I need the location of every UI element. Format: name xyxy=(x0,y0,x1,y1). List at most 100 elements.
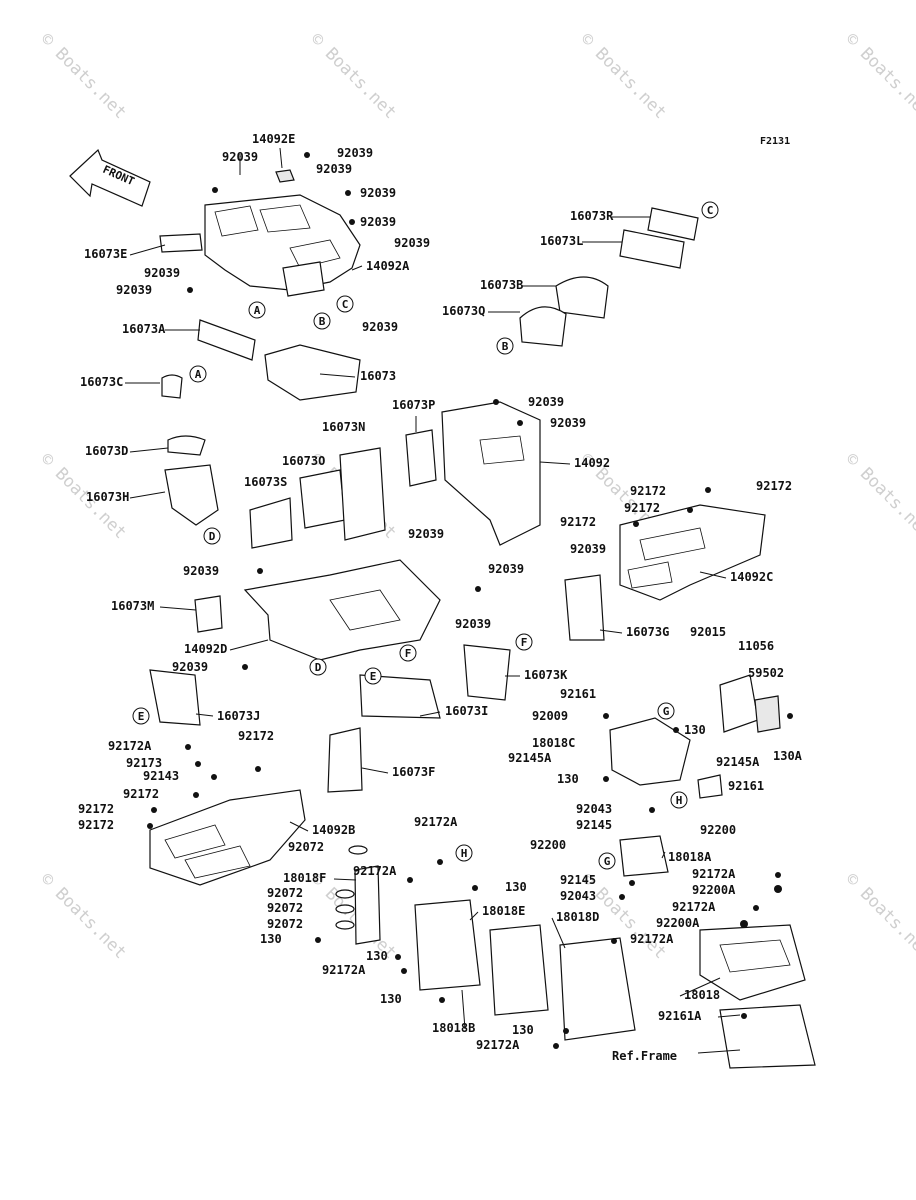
callout-letter: G xyxy=(604,855,611,868)
part-label[interactable]: 130 xyxy=(366,949,388,963)
part-label[interactable]: 16073M xyxy=(111,599,154,613)
part-label[interactable]: 92145 xyxy=(560,873,596,887)
part-label[interactable]: 92173 xyxy=(126,756,162,770)
part-label[interactable]: 92172 xyxy=(123,787,159,801)
part-label[interactable]: 92039 xyxy=(488,562,524,576)
part-label[interactable]: 92145A xyxy=(508,751,552,765)
part-label[interactable]: 92172 xyxy=(560,515,596,529)
part-label[interactable]: 18018F xyxy=(283,871,326,885)
part-label[interactable]: 18018 xyxy=(684,988,720,1002)
part-label[interactable]: 92172 xyxy=(756,479,792,493)
part-label[interactable]: 16073D xyxy=(85,444,128,458)
part-label[interactable]: 130 xyxy=(684,723,706,737)
part-label[interactable]: 18018C xyxy=(532,736,575,750)
part-label[interactable]: 92172 xyxy=(78,802,114,816)
part-label[interactable]: 92143 xyxy=(143,769,179,783)
part-label[interactable]: 92039 xyxy=(362,320,398,334)
part-label[interactable]: 92015 xyxy=(690,625,726,639)
part-label[interactable]: 92072 xyxy=(267,917,303,931)
part-label[interactable]: 92039 xyxy=(455,617,491,631)
part-label[interactable]: 92039 xyxy=(528,395,564,409)
part-label[interactable]: 92039 xyxy=(360,186,396,200)
part-label[interactable]: 92200A xyxy=(656,916,700,930)
part-label[interactable]: 59502 xyxy=(748,666,784,680)
part-label[interactable]: 92039 xyxy=(222,150,258,164)
part-label[interactable]: 130A xyxy=(773,749,803,763)
part-label[interactable]: 16073B xyxy=(480,278,523,292)
part-label[interactable]: 92039 xyxy=(408,527,444,541)
part-label[interactable]: 130 xyxy=(260,932,282,946)
part-label[interactable]: 92200A xyxy=(692,883,736,897)
part-label[interactable]: 92172 xyxy=(78,818,114,832)
part-label[interactable]: 14092D xyxy=(184,642,227,656)
part-label[interactable]: 16073J xyxy=(217,709,260,723)
part-label[interactable]: 16073K xyxy=(524,668,568,682)
part-label[interactable]: 130 xyxy=(557,772,579,786)
part-label[interactable]: 92072 xyxy=(267,901,303,915)
part-label[interactable]: 92172A xyxy=(476,1038,520,1052)
part-label[interactable]: 92145 xyxy=(576,818,612,832)
part-label[interactable]: 16073S xyxy=(244,475,287,489)
part-label[interactable]: 92039 xyxy=(316,162,352,176)
part-label[interactable]: 16073A xyxy=(122,322,166,336)
part-label[interactable]: 16073G xyxy=(626,625,669,639)
part-label[interactable]: 92172A xyxy=(322,963,366,977)
part-label[interactable]: 92200 xyxy=(700,823,736,837)
part-label[interactable]: 16073I xyxy=(445,704,488,718)
part-label[interactable]: 92172A xyxy=(414,815,458,829)
part-label[interactable]: 92039 xyxy=(337,146,373,160)
part-label[interactable]: 130 xyxy=(505,880,527,894)
part-label[interactable]: 16073P xyxy=(392,398,435,412)
part-label[interactable]: 92172A xyxy=(353,864,397,878)
part-label[interactable]: 92145A xyxy=(716,755,760,769)
part-label[interactable]: 16073N xyxy=(322,420,365,434)
part-label[interactable]: 92072 xyxy=(288,840,324,854)
part-label[interactable]: 92039 xyxy=(360,215,396,229)
part-label[interactable]: 92039 xyxy=(172,660,208,674)
part-label[interactable]: 14092 xyxy=(574,456,610,470)
part-label[interactable]: 16073 xyxy=(360,369,396,383)
part-label[interactable]: 92200 xyxy=(530,838,566,852)
part-label[interactable]: 14092B xyxy=(312,823,355,837)
part-label[interactable]: 16073C xyxy=(80,375,123,389)
part-label[interactable]: 18018E xyxy=(482,904,525,918)
part-label[interactable]: 92039 xyxy=(144,266,180,280)
part-label[interactable]: 92072 xyxy=(267,886,303,900)
part-label[interactable]: 130 xyxy=(380,992,402,1006)
part-label[interactable]: 92043 xyxy=(576,802,612,816)
part-label[interactable]: 14092A xyxy=(366,259,410,273)
part-label[interactable]: 16073F xyxy=(392,765,435,779)
part-label[interactable]: 92009 xyxy=(532,709,568,723)
part-label[interactable]: 92172 xyxy=(630,484,666,498)
part-label[interactable]: 92161A xyxy=(658,1009,702,1023)
part-label[interactable]: 92039 xyxy=(550,416,586,430)
part-label[interactable]: 18018A xyxy=(668,850,712,864)
part-label[interactable]: 92172 xyxy=(624,501,660,515)
callout-marker: C xyxy=(701,201,719,219)
part-label[interactable]: 16073H xyxy=(86,490,129,504)
part-label[interactable]: 92172A xyxy=(692,867,736,881)
part-label[interactable]: 16073R xyxy=(570,209,614,223)
part-label[interactable]: 130 xyxy=(512,1023,534,1037)
bolt-icon xyxy=(619,894,625,900)
part-label[interactable]: 92172 xyxy=(238,729,274,743)
part-label[interactable]: 16073O xyxy=(282,454,325,468)
part-label[interactable]: 18018D xyxy=(556,910,599,924)
part-label[interactable]: 92039 xyxy=(116,283,152,297)
part-label[interactable]: 92161 xyxy=(728,779,764,793)
part-label[interactable]: 18018B xyxy=(432,1021,475,1035)
part-label[interactable]: 14092C xyxy=(730,570,773,584)
part-label[interactable]: 92039 xyxy=(183,564,219,578)
part-label[interactable]: 92043 xyxy=(560,889,596,903)
part-label[interactable]: 16073L xyxy=(540,234,583,248)
part-label[interactable]: 92161 xyxy=(560,687,596,701)
part-label[interactable]: 92039 xyxy=(394,236,430,250)
part-label[interactable]: 11056 xyxy=(738,639,774,653)
part-label[interactable]: 92172A xyxy=(108,739,152,753)
part-label[interactable]: 16073Q xyxy=(442,304,485,318)
part-label[interactable]: 92172A xyxy=(672,900,716,914)
part-label[interactable]: 92039 xyxy=(570,542,606,556)
part-label[interactable]: 16073E xyxy=(84,247,127,261)
part-label[interactable]: 92172A xyxy=(630,932,674,946)
part-label[interactable]: 14092E xyxy=(252,132,295,146)
